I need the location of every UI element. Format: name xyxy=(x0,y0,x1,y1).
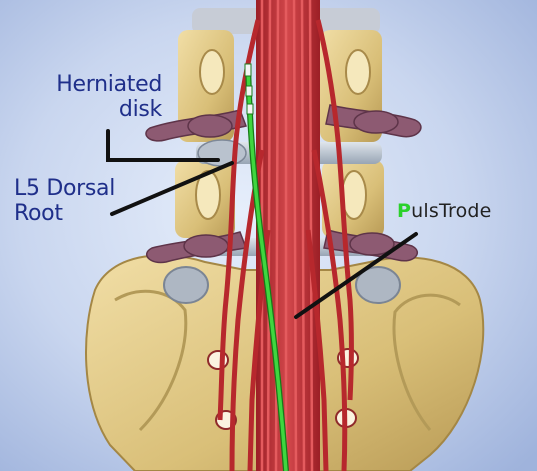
electrode-contact xyxy=(247,104,253,114)
herniated-disk xyxy=(198,140,246,166)
l5-dorsal-root-label: L5 Dorsal Root xyxy=(14,176,115,226)
pulstrode-logo-initial: P xyxy=(397,200,411,222)
herniated-disk-label-line1: Herniated xyxy=(40,72,162,97)
herniated-disk-label: Herniated disk xyxy=(40,72,162,122)
pulstrode-logo-text: ulsTrode xyxy=(411,200,491,222)
herniated-disk-label-line2: disk xyxy=(40,97,162,122)
l5-dorsal-root-label-line1: L5 Dorsal xyxy=(14,176,115,201)
pulstrode-logo: PulsTrode xyxy=(397,200,492,222)
l5-dorsal-root-label-line2: Root xyxy=(14,201,115,226)
electrode-tip xyxy=(245,64,251,76)
electrode-contact xyxy=(246,86,252,96)
